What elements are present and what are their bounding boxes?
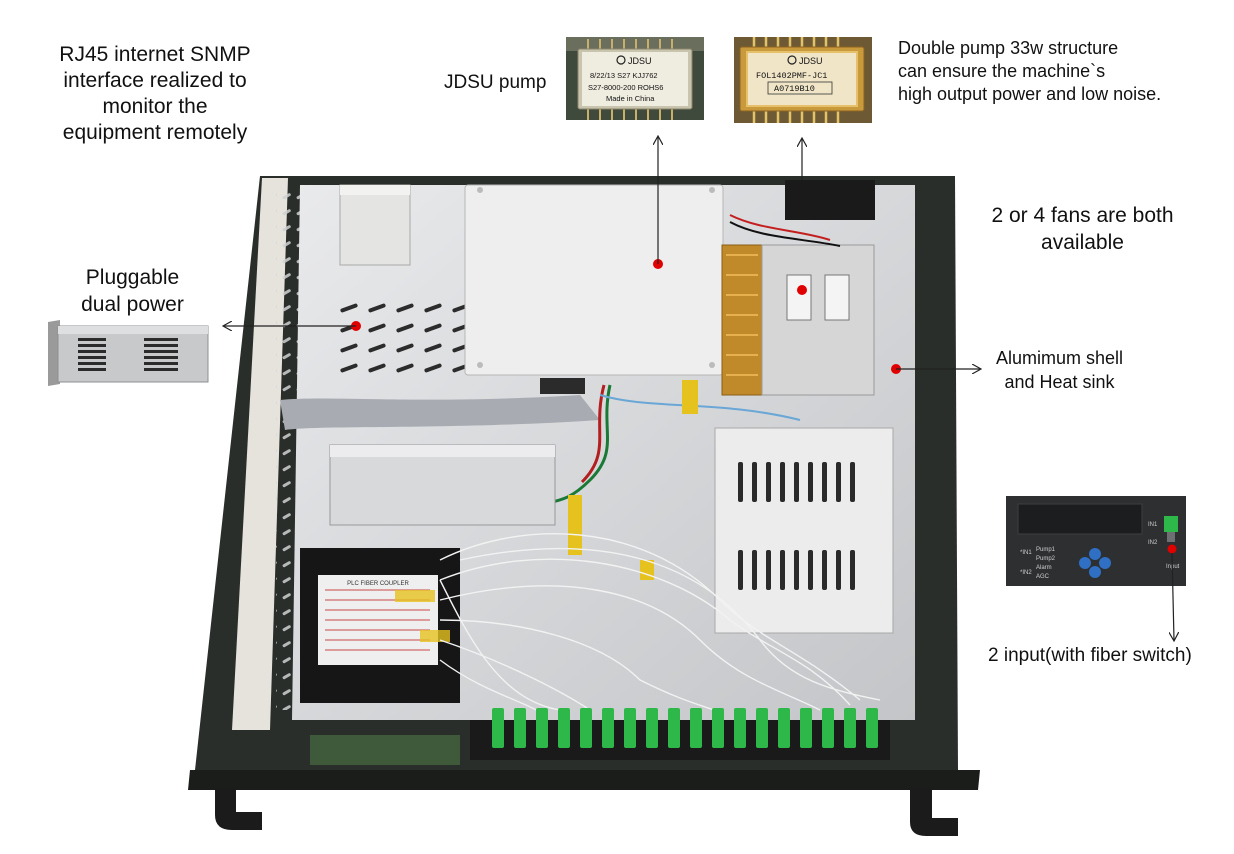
pump2-brand: JDSU xyxy=(799,56,823,66)
nav-buttons xyxy=(1079,548,1111,578)
agc-indicator-label: AGC xyxy=(1036,574,1050,580)
up-button xyxy=(1089,548,1101,560)
marker-dot xyxy=(891,364,901,374)
pump1-line1: 8/22/13 S27 KJJ762 xyxy=(590,71,658,80)
in2-label: IN2 xyxy=(1148,540,1158,546)
rj45-annotation: RJ45 internet SNMP interface realized to… xyxy=(59,43,251,144)
sc-connectors xyxy=(492,708,878,748)
lcd-display xyxy=(1017,503,1143,535)
double-pump-photo: JDSU FOL1402PMF-JC1 A0719B10 xyxy=(734,37,872,123)
pump1-line2: S27-8000-200 ROHS6 xyxy=(588,83,663,92)
pump1-brand: JDSU xyxy=(628,56,652,66)
pump2-line2: A0719B10 xyxy=(774,84,815,94)
front-panel-photo: *IN1 Pump1 Pump2 *IN2 Alarm AGC IN1 IN2 … xyxy=(1006,496,1186,586)
pump2-indicator-label: Pump2 xyxy=(1036,556,1056,562)
shell-annotation: Alumimum shell and Heat sink xyxy=(995,348,1124,392)
input-port-label: Input xyxy=(1166,564,1180,570)
jdsu-pump-photo: JDSU 8/22/13 S27 KJJ762 S27-8000-200 ROH… xyxy=(566,37,704,120)
alarm-indicator-label: Alarm xyxy=(1036,565,1052,571)
marker-dot xyxy=(653,259,663,269)
vent-slots xyxy=(340,295,465,380)
fiber-bundle xyxy=(439,533,881,713)
svg-text:*IN2: *IN2 xyxy=(1020,570,1032,576)
input-annotation: 2 input(with fiber switch) xyxy=(988,645,1192,666)
fan xyxy=(785,180,875,220)
coupler-label: PLC FIBER COUPLER xyxy=(347,581,409,587)
jdsu-logo-icon xyxy=(787,55,797,65)
chassis-frame xyxy=(195,176,958,770)
jdsu-pump-annotation: JDSU pump xyxy=(444,72,547,93)
fiber-connector-icon xyxy=(1164,516,1178,532)
marker-dot xyxy=(797,285,807,295)
in1-label: IN1 xyxy=(1148,522,1158,528)
power-annotation: Pluggable dual power xyxy=(81,266,184,316)
right-button xyxy=(1099,557,1111,569)
pump1-indicator-label: Pump1 xyxy=(1036,547,1056,553)
svg-text:*IN1: *IN1 xyxy=(1020,550,1032,556)
vented-cover xyxy=(714,427,894,634)
down-button xyxy=(1089,566,1101,578)
jdsu-logo-icon xyxy=(616,55,626,65)
power-module-photo xyxy=(48,320,209,386)
fans-annotation: 2 or 4 fans are both available xyxy=(991,204,1174,254)
double-pump-annotation: Double pump 33w structure can ensure the… xyxy=(898,38,1162,104)
left-button xyxy=(1079,557,1091,569)
plc-coupler-box xyxy=(300,548,460,703)
pump1-line3: Made in China xyxy=(606,94,655,103)
marker-dot xyxy=(1167,544,1177,554)
pump2-line1: FOL1402PMF-JC1 xyxy=(756,71,827,81)
pump-module-cover xyxy=(464,184,724,376)
aluminium-base xyxy=(292,185,915,720)
marker-dot xyxy=(351,321,361,331)
